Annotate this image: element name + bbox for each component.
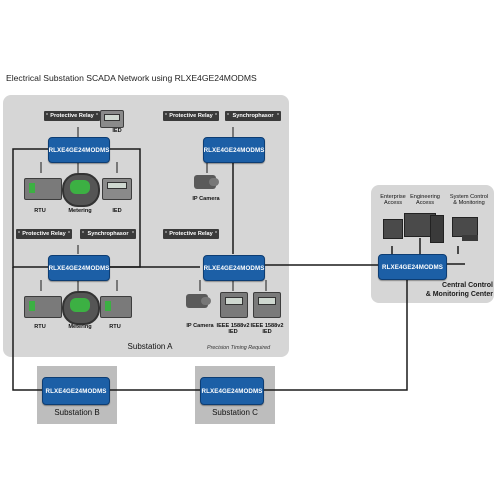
switch-central: RLXE4GE24MODMS — [378, 254, 447, 280]
substation-a-label: Substation A — [127, 342, 173, 351]
synchrophasor-label: Synchrophasor — [232, 113, 274, 119]
central-control-label: Central Control & Monitoring Center — [405, 281, 493, 299]
protective-relay-rack-3: Protective Relay — [16, 229, 72, 239]
ieee-line1: IEEE 1588v2 — [216, 323, 250, 329]
system-keyboard-icon — [462, 235, 478, 241]
rtu-device-bottom — [24, 296, 62, 318]
ied-screen — [104, 114, 120, 121]
enterprise-monitor-icon — [383, 219, 403, 239]
ieee-line2: IED — [228, 329, 238, 335]
enterprise-line1: Enterprise — [380, 194, 406, 200]
system-monitor-icon — [452, 217, 478, 237]
switch-a2: RLXE4GE24MODMS — [203, 137, 265, 163]
metering-device-top — [62, 173, 100, 207]
synchrophasor-rack-2: Synchrophasor — [80, 229, 136, 239]
metering-gauge — [70, 298, 90, 312]
ieee-ied-screen — [225, 297, 243, 305]
central-control-region — [371, 185, 494, 303]
ieee-ied-label-2: IEEE 1588v2 IED — [247, 323, 287, 335]
rtu-label-bottom-2: RTU — [109, 324, 121, 330]
switch-b: RLXE4GE24MODMS — [42, 377, 110, 405]
ied-device-mid — [102, 178, 132, 200]
switch-a4: RLXE4GE24MODMS — [203, 255, 265, 281]
protective-relay-label: Protective Relay — [169, 231, 213, 237]
camera-lens — [209, 178, 219, 186]
rtu-label-top: RTU — [34, 208, 46, 214]
ip-camera-icon-2 — [186, 294, 211, 308]
metering-device-bottom — [62, 291, 100, 325]
camera-lens — [201, 297, 211, 305]
rtu-led-panel — [29, 183, 35, 193]
protective-relay-label: Protective Relay — [169, 113, 213, 119]
metering-label-bottom: Metering — [68, 324, 92, 330]
rtu-led-panel — [105, 301, 111, 311]
ied-label-mid: IED — [112, 208, 122, 214]
diagram-title: Electrical Substation SCADA Network usin… — [6, 73, 257, 83]
engineering-line2: Access — [415, 200, 435, 206]
protective-relay-rack: Protective Relay — [44, 111, 100, 121]
switch-a3: RLXE4GE24MODMS — [48, 255, 110, 281]
ip-camera-label-top: IP Camera — [192, 196, 220, 202]
ip-camera-label-bottom: IP Camera — [186, 323, 214, 329]
protective-relay-label: Protective Relay — [50, 113, 94, 119]
ieee-ied-screen — [258, 297, 276, 305]
ieee-ied-label-1: IEEE 1588v2 IED — [214, 323, 252, 335]
switch-c: RLXE4GE24MODMS — [200, 377, 264, 405]
switch-a1: RLXE4GE24MODMS — [48, 137, 110, 163]
substation-b-label: Substation B — [54, 408, 100, 417]
metering-gauge — [70, 180, 90, 194]
engineering-line1: Engineering — [410, 194, 440, 200]
engineering-access-label: Engineering Access — [403, 194, 447, 206]
rtu-device-top — [24, 178, 62, 200]
ieee-line2: IED — [262, 329, 272, 335]
rtu-device-bottom-2 — [100, 296, 132, 318]
system-line1: System Control — [449, 194, 489, 200]
ieee-line1: IEEE 1588v2 — [250, 323, 284, 329]
rtu-led-panel — [29, 301, 35, 311]
enterprise-access-label: Enterprise Access — [375, 194, 411, 206]
engineering-tower-icon — [430, 215, 444, 243]
system-line2: & Monitoring — [453, 200, 485, 206]
system-control-label: System Control & Monitoring — [446, 194, 492, 206]
central-line1: Central Control — [442, 282, 493, 289]
enterprise-line2: Access — [383, 200, 403, 206]
ieee-ied-device-1 — [220, 292, 248, 318]
rtu-label-bottom: RTU — [34, 324, 46, 330]
synchrophasor-rack: Synchrophasor — [225, 111, 281, 121]
ieee-ied-device-2 — [253, 292, 281, 318]
protective-relay-rack-2: Protective Relay — [163, 111, 219, 121]
protective-relay-rack-4: Protective Relay — [163, 229, 219, 239]
ip-camera-icon — [194, 175, 219, 189]
ied-label-top: IED — [112, 128, 122, 134]
ied-device-top — [100, 110, 124, 128]
central-line2: & Monitoring Center — [425, 291, 493, 298]
substation-c-label: Substation C — [212, 408, 258, 417]
protective-relay-label: Protective Relay — [22, 231, 66, 237]
ied-screen — [107, 182, 127, 189]
precision-timing-note: Precision Timing Required — [207, 345, 271, 351]
synchrophasor-label: Synchrophasor — [87, 231, 129, 237]
metering-label-top: Metering — [68, 208, 92, 214]
